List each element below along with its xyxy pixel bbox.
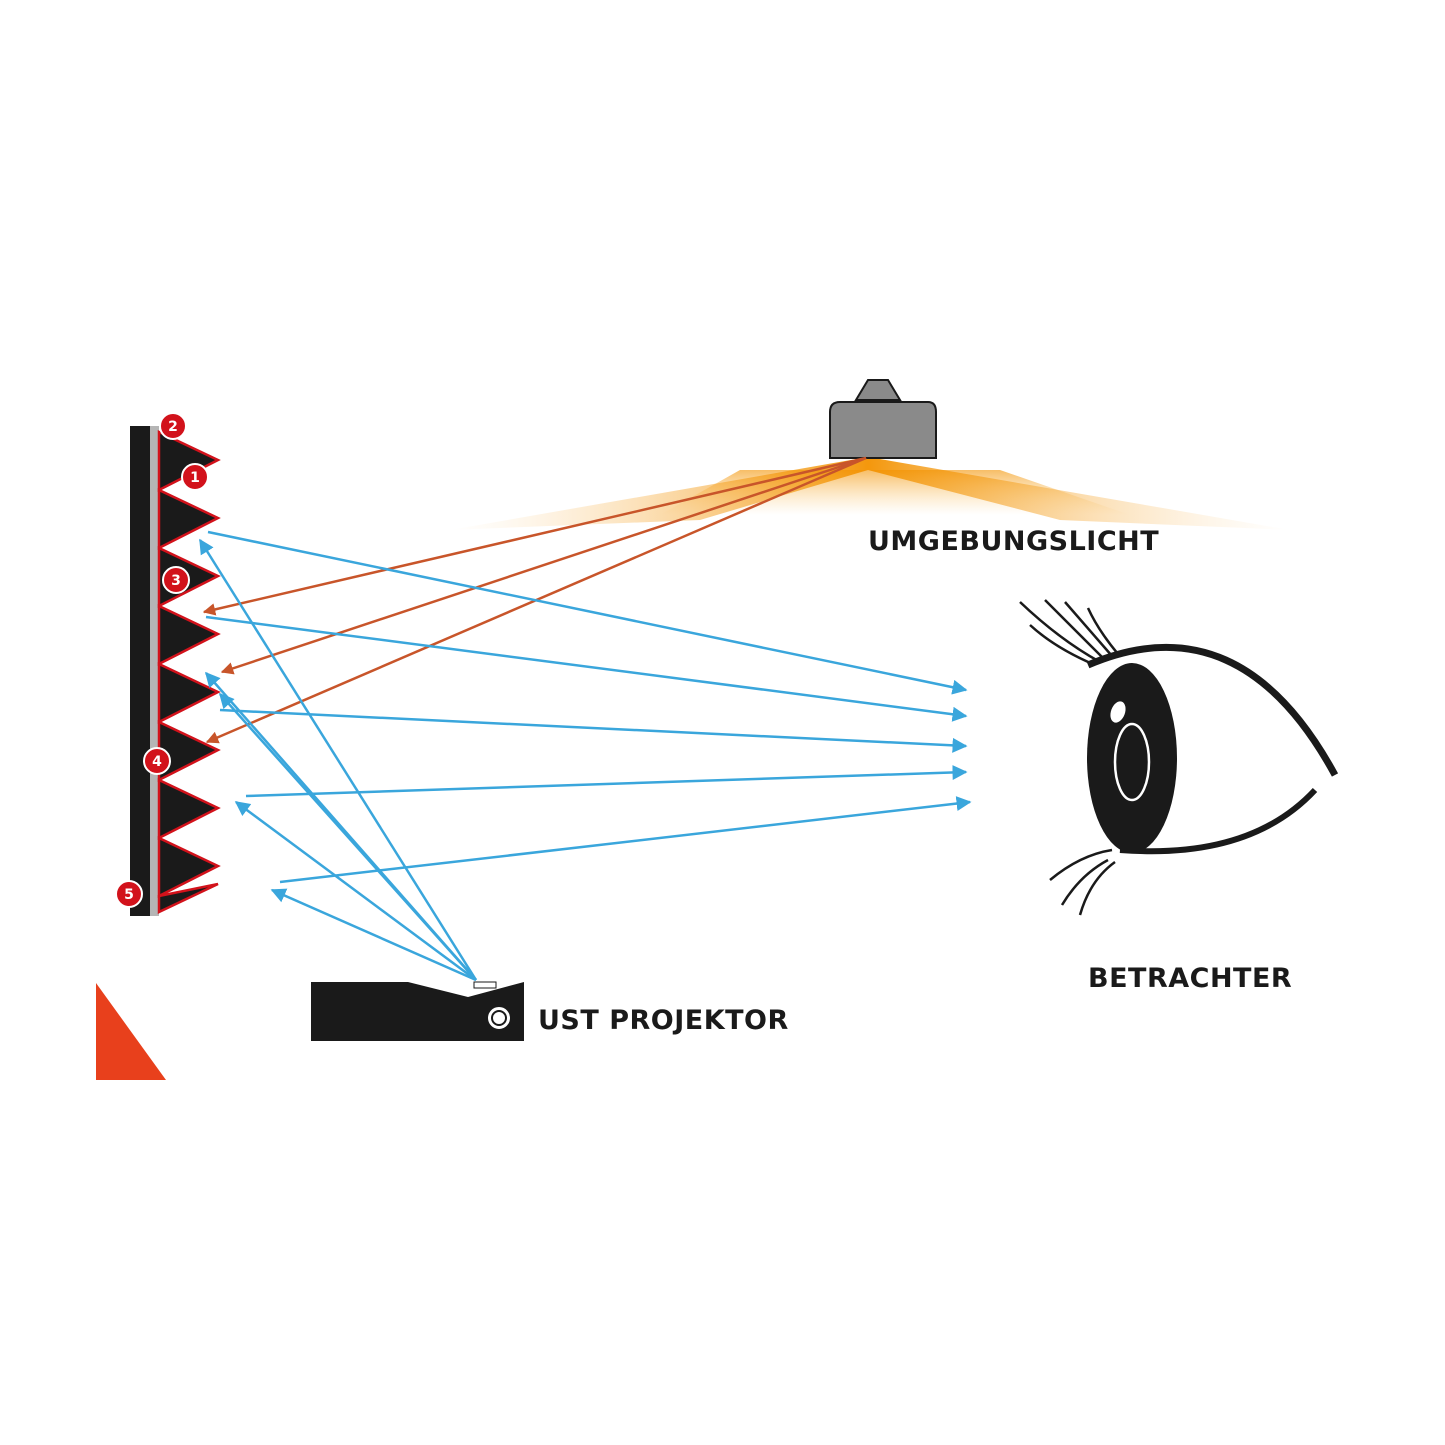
svg-text:1: 1 — [190, 470, 200, 486]
eye-icon — [1019, 599, 1339, 916]
ambient-light-label: UMGEBUNGSLICHT — [868, 526, 1159, 557]
projector-icon — [311, 981, 524, 1041]
screen-markers: 1 2 3 4 5 — [115, 412, 209, 908]
svg-text:4: 4 — [152, 754, 162, 770]
marker-5: 5 — [115, 880, 143, 908]
projector-label: UST PROJEKTOR — [538, 1005, 789, 1036]
marker-2: 2 — [159, 412, 187, 440]
marker-1: 1 — [181, 463, 209, 491]
ceiling-lamp-icon — [829, 379, 937, 459]
corner-triangle — [96, 983, 166, 1080]
marker-3: 3 — [162, 566, 190, 594]
screen-prisms — [157, 430, 221, 914]
svg-text:5: 5 — [124, 887, 134, 903]
svg-text:3: 3 — [171, 573, 181, 589]
projector-rays — [198, 538, 478, 982]
ambient-light-glow — [450, 457, 1290, 530]
svg-text:2: 2 — [168, 419, 178, 435]
screen-icon — [130, 426, 221, 916]
reflected-rays — [205, 530, 972, 884]
marker-4: 4 — [143, 747, 171, 775]
viewer-label: BETRACHTER — [1088, 963, 1292, 994]
